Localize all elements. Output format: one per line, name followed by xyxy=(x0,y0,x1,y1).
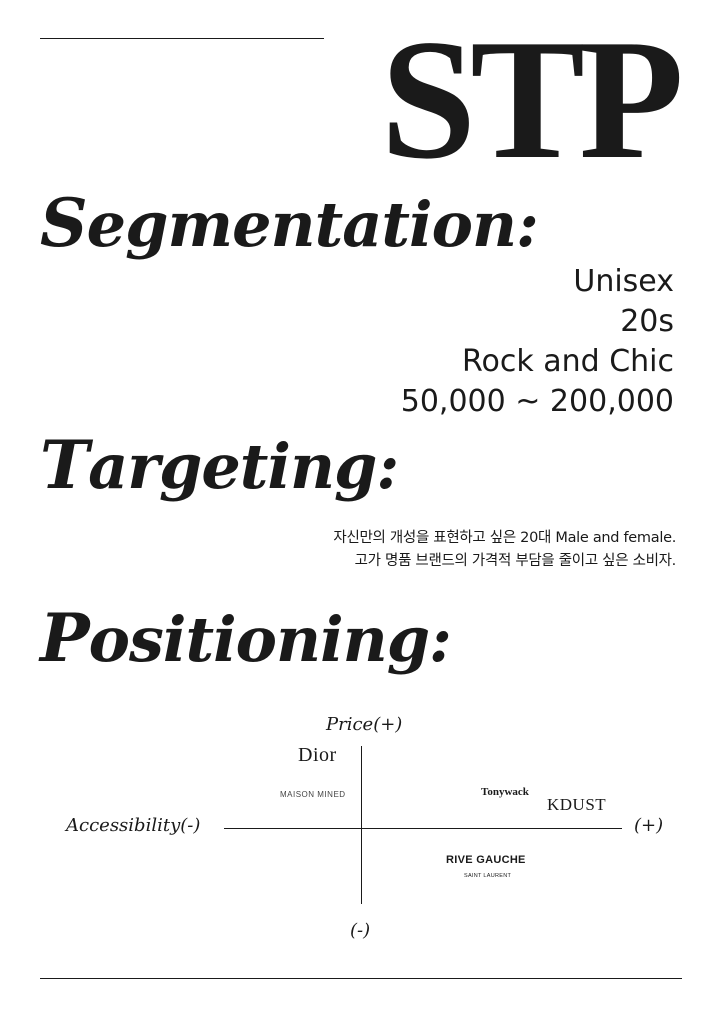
accessibility-minus-label: Accessibility(-) xyxy=(66,815,201,836)
segmentation-item-age: 20s xyxy=(620,304,674,339)
brand-kdust-logo: KDUST xyxy=(547,795,607,814)
brand-tonywack-logo: Tonywack xyxy=(481,786,529,798)
targeting-heading-initial: T xyxy=(40,426,89,504)
positioning-y-axis xyxy=(361,746,362,904)
segmentation-heading: Segmentation: xyxy=(40,190,539,256)
price-plus-label: Price(+) xyxy=(326,714,403,735)
targeting-description: 자신만의 개성을 표현하고 싶은 20대 Male and female. 고가… xyxy=(333,527,676,573)
segmentation-heading-rest: egmentation: xyxy=(86,188,539,261)
brand-dior-logo: Dior xyxy=(298,744,337,766)
segmentation-item-price-range: 50,000 ~ 200,000 xyxy=(400,384,674,419)
targeting-line-1: 자신만의 개성을 표현하고 싶은 20대 Male and female. xyxy=(333,530,676,546)
positioning-heading-initial: P xyxy=(40,599,90,677)
price-minus-label: (-) xyxy=(350,920,371,941)
targeting-line-2: 고가 명품 브랜드의 가격적 부담을 줄이고 싶은 소비자. xyxy=(354,553,677,569)
positioning-heading: Positioning: xyxy=(40,605,452,671)
targeting-heading-rest: argeting: xyxy=(88,430,399,503)
brand-rive-gauche-logo: RIVE GAUCHE xyxy=(446,854,526,866)
positioning-heading-rest: ositioning: xyxy=(88,603,452,676)
bottom-divider xyxy=(40,978,682,979)
brand-saint-laurent-logo: SAINT LAURENT xyxy=(464,873,512,879)
positioning-x-axis xyxy=(224,828,622,829)
accessibility-plus-label: (+) xyxy=(634,815,664,836)
segmentation-list: Unisex 20s Rock and Chic 50,000 ~ 200,00… xyxy=(401,262,674,422)
top-divider xyxy=(40,38,324,39)
segmentation-item-style: Rock and Chic xyxy=(461,344,674,379)
brand-maison-mined-logo: MAISON MINED xyxy=(280,790,346,799)
targeting-heading: Targeting: xyxy=(40,432,399,498)
segmentation-heading-initial: S xyxy=(40,184,88,262)
segmentation-item-gender: Unisex xyxy=(573,264,674,299)
page-title: STP xyxy=(380,5,684,195)
